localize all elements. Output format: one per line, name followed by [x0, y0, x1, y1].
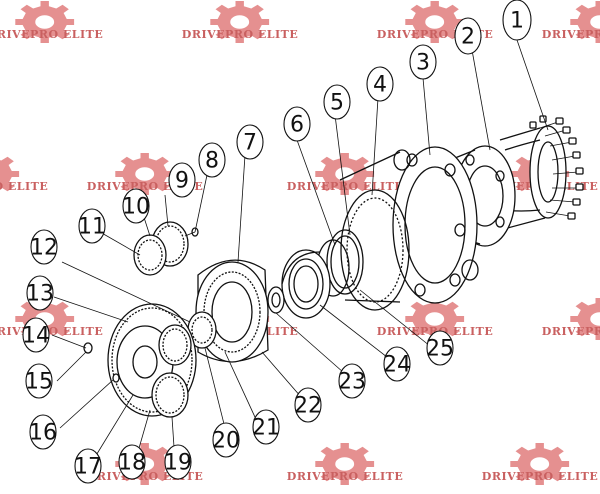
- callout-21: 21: [252, 409, 280, 445]
- callout-circle: [426, 330, 454, 366]
- callout-number: 8: [205, 149, 219, 174]
- callout-number: 12: [30, 236, 58, 261]
- callout-2: 2: [454, 17, 482, 55]
- callout-17: 17: [74, 448, 102, 484]
- callout-circle: [22, 317, 50, 353]
- callout-circle: [454, 17, 482, 55]
- callout-circle: [118, 444, 146, 480]
- callout-circle: [198, 142, 226, 178]
- callout-number: 23: [338, 370, 366, 395]
- callout-number: 11: [78, 215, 106, 240]
- hydraulic-motor-housing: [267, 115, 584, 319]
- callout-number: 21: [252, 416, 280, 441]
- callout-circle: [30, 229, 58, 265]
- watermark: DRIVEPRO ELITE: [287, 443, 403, 485]
- callout-number: 22: [294, 394, 322, 419]
- watermark: DRIVEPRO ELITE: [0, 153, 48, 195]
- callout-circle: [409, 44, 437, 80]
- callout-number: 25: [426, 337, 454, 362]
- watermark-text: DRIVEPRO ELITE: [542, 28, 600, 41]
- callout-11: 11: [78, 208, 106, 244]
- callout-19: 19: [164, 444, 192, 480]
- callout-number: 18: [118, 451, 146, 476]
- watermark: DRIVEPRO ELITE: [377, 298, 493, 340]
- callout-circle: [26, 275, 54, 311]
- watermark: DRIVEPRO ELITE: [482, 443, 598, 485]
- callout-number: 10: [122, 195, 150, 220]
- callout-number: 9: [175, 169, 189, 194]
- callout-8: 8: [198, 142, 226, 178]
- watermark-text: DRIVEPRO ELITE: [0, 180, 48, 193]
- callout-16: 16: [29, 414, 57, 450]
- callout-circle: [283, 106, 311, 142]
- callout-5: 5: [323, 84, 351, 120]
- watermark-text: DRIVEPRO ELITE: [287, 180, 403, 193]
- callout-circle: [164, 444, 192, 480]
- callout-number: 4: [373, 73, 387, 98]
- callout-number: 2: [461, 25, 475, 50]
- callout-number: 6: [290, 113, 304, 138]
- callout-13: 13: [26, 275, 54, 311]
- watermark-text: DRIVEPRO ELITE: [377, 325, 493, 338]
- callout-circle: [323, 84, 351, 120]
- callout-number: 19: [164, 451, 192, 476]
- watermark-text: DRIVEPRO ELITE: [482, 470, 598, 483]
- watermark: DRIVEPRO ELITE: [182, 1, 298, 43]
- callout-24: 24: [383, 346, 411, 382]
- callout-6: 6: [283, 106, 311, 142]
- callout-12: 12: [30, 229, 58, 265]
- callout-9: 9: [168, 162, 196, 198]
- callout-1: 1: [502, 0, 532, 41]
- watermark-text: DRIVEPRO ELITE: [0, 325, 103, 338]
- callout-circle: [122, 188, 150, 224]
- callout-number: 3: [416, 51, 430, 76]
- callout-circle: [212, 422, 240, 458]
- callout-25: 25: [426, 330, 454, 366]
- watermark: DRIVEPRO ELITE: [542, 298, 600, 340]
- watermark-text: DRIVEPRO ELITE: [542, 325, 600, 338]
- callout-circle: [29, 414, 57, 450]
- callout-number: 20: [212, 429, 240, 454]
- watermark-text: DRIVEPRO ELITE: [182, 28, 298, 41]
- callout-20: 20: [212, 422, 240, 458]
- callout-number: 24: [383, 353, 411, 378]
- callout-number: 14: [22, 324, 50, 349]
- planetary-gear-set: [83, 221, 269, 418]
- callout-number: 13: [26, 282, 54, 307]
- callout-3: 3: [409, 44, 437, 80]
- callout-18: 18: [118, 444, 146, 480]
- callout-number: 15: [25, 370, 53, 395]
- callout-circle: [338, 363, 366, 399]
- callout-circle: [25, 363, 53, 399]
- callout-4: 4: [366, 66, 394, 102]
- callout-22: 22: [294, 387, 322, 423]
- watermark: DRIVEPRO ELITE: [0, 1, 103, 43]
- callout-10: 10: [122, 188, 150, 224]
- callout-circle: [383, 346, 411, 382]
- callout-number: 16: [29, 421, 57, 446]
- callout-circle: [74, 448, 102, 484]
- callout-circle: [502, 0, 532, 41]
- callout-number: 17: [74, 455, 102, 480]
- callout-15: 15: [25, 363, 53, 399]
- callout-circle: [236, 124, 264, 160]
- watermark-text: DRIVEPRO ELITE: [287, 470, 403, 483]
- callout-number: 1: [510, 9, 524, 34]
- callout-circle: [168, 162, 196, 198]
- callout-circle: [294, 387, 322, 423]
- watermark: DRIVEPRO ELITE: [542, 1, 600, 43]
- watermark-text: DRIVEPRO ELITE: [0, 28, 103, 41]
- callout-23: 23: [338, 363, 366, 399]
- callout-14: 14: [22, 317, 50, 353]
- callout-7: 7: [236, 124, 264, 160]
- callout-number: 7: [243, 131, 257, 156]
- callout-circle: [78, 208, 106, 244]
- callout-number: 5: [330, 91, 344, 116]
- callout-circle: [366, 66, 394, 102]
- callout-circle: [252, 409, 280, 445]
